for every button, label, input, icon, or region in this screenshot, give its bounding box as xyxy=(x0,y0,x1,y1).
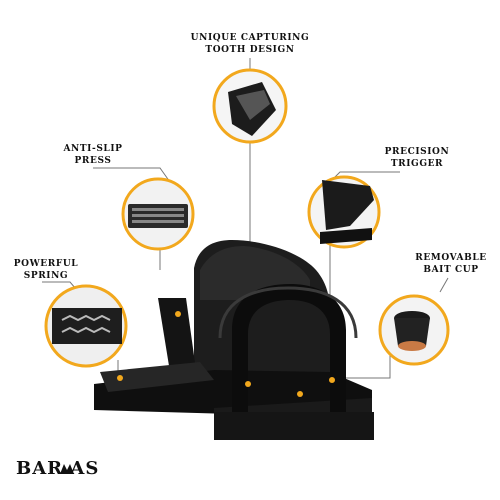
mouse-trap-main xyxy=(94,240,374,440)
callout-tooth xyxy=(212,68,288,144)
label-capturing-tooth: UNIQUE CAPTURING TOOTH DESIGN xyxy=(190,33,310,55)
callout-trigger xyxy=(307,175,381,249)
brand-logo: BAR AS xyxy=(16,458,100,479)
label-powerful-spring: POWERFUL SPRING xyxy=(13,259,79,281)
callout-spring xyxy=(44,284,128,368)
accent-dots xyxy=(117,311,335,397)
label-removable-bait-cup: REMOVABLE BAIT CUP xyxy=(415,253,487,275)
callout-anti-slip xyxy=(121,177,195,251)
callout-bait-cup xyxy=(378,294,450,366)
label-precision-trigger: PRECISION TRIGGER xyxy=(384,147,450,169)
label-anti-slip-press: ANTI-SLIP PRESS xyxy=(63,144,123,166)
brand-mouse-icon xyxy=(60,464,74,474)
